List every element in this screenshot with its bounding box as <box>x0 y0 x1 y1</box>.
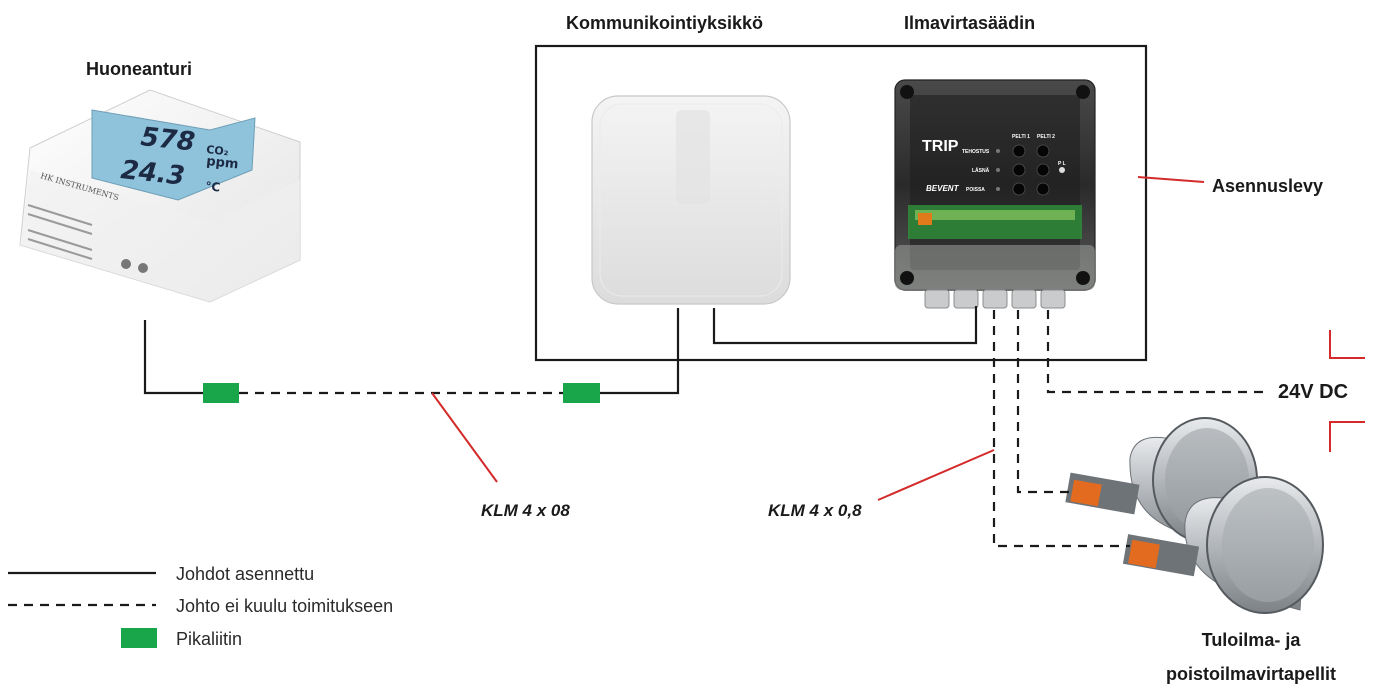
sensor-temp-value: 24.3 <box>119 155 186 192</box>
legend: Johdot asennettu Johto ei kuulu toimituk… <box>8 564 393 649</box>
legend-connector-swatch <box>121 628 157 648</box>
comm-unit-device <box>591 95 791 305</box>
mounting-plate-frame <box>534 44 1148 362</box>
controller-row2: LÄSNÄ <box>972 167 990 174</box>
sensor-wire <box>143 320 203 395</box>
pointer-mounting-plate <box>1137 176 1205 183</box>
controller-row1: TEHOSTUS <box>962 149 990 155</box>
sensor-port-1 <box>121 259 131 269</box>
controller-row3: POISSA <box>966 187 985 193</box>
quick-connector-right <box>563 383 600 403</box>
controller-buttons <box>1012 144 1050 196</box>
internal-link-wire <box>712 306 978 345</box>
cable-left-label: KLM 4 x 08 <box>481 501 570 520</box>
cable-power <box>1046 310 1270 394</box>
sensor-co2-unit: ppm <box>206 154 240 172</box>
field-wires <box>239 310 1270 548</box>
cable-damper-upper <box>1016 310 1074 494</box>
cable-glands <box>924 289 1066 309</box>
controller-title: TRIP <box>922 138 959 155</box>
pointer-cable-right <box>877 449 995 501</box>
pointer-cable-left <box>431 392 498 483</box>
room-sensor-device: 578 CO₂ ppm 24.3 °C HK INSTRUMENTS <box>19 89 301 303</box>
cable-right-label: KLM 4 x 0,8 <box>768 501 862 520</box>
dampers-label-line2: poistoilmavirtapellit <box>1166 664 1336 684</box>
dampers-label-line1: Tuloilma- ja <box>1202 630 1302 650</box>
legend-connector: Pikaliitin <box>176 629 242 649</box>
mounting-plate-label: Asennuslevy <box>1212 176 1323 196</box>
sensor-vents <box>27 204 93 260</box>
cable-damper-lower <box>992 310 1130 548</box>
quick-connector-left <box>203 383 239 403</box>
power-label: 24V DC <box>1278 381 1348 403</box>
damper-lower <box>1122 476 1324 614</box>
comm-unit-label: Kommunikointiyksikkö <box>566 13 763 33</box>
airflow-controller-device: TRIP PELTI 1 PELTI 2 TEHOSTUS LÄSNÄ POIS… <box>894 79 1096 309</box>
sensor-port-2 <box>138 263 148 273</box>
controller-col2: PELTI 2 <box>1037 134 1055 140</box>
controller-brand: BEVENT <box>926 184 960 193</box>
installed-wires <box>143 306 978 395</box>
controller-pl-button <box>1059 167 1065 173</box>
legend-installed: Johdot asennettu <box>176 564 314 584</box>
controller-leds <box>996 149 1000 191</box>
sensor-temp-unit: °C <box>205 179 221 194</box>
airflow-controller-label: Ilmavirtasäädin <box>904 13 1035 33</box>
sensor-co2-label: CO₂ <box>206 143 230 158</box>
controller-col1: PELTI 1 <box>1012 134 1030 140</box>
room-sensor-label: Huoneanturi <box>86 59 192 79</box>
legend-not-included: Johto ei kuulu toimitukseen <box>176 596 393 616</box>
sensor-co2-value: 578 <box>139 122 196 158</box>
power-bracket <box>1329 330 1365 452</box>
controller-pl: P L <box>1058 161 1066 167</box>
comm-unit-wire <box>600 308 680 395</box>
